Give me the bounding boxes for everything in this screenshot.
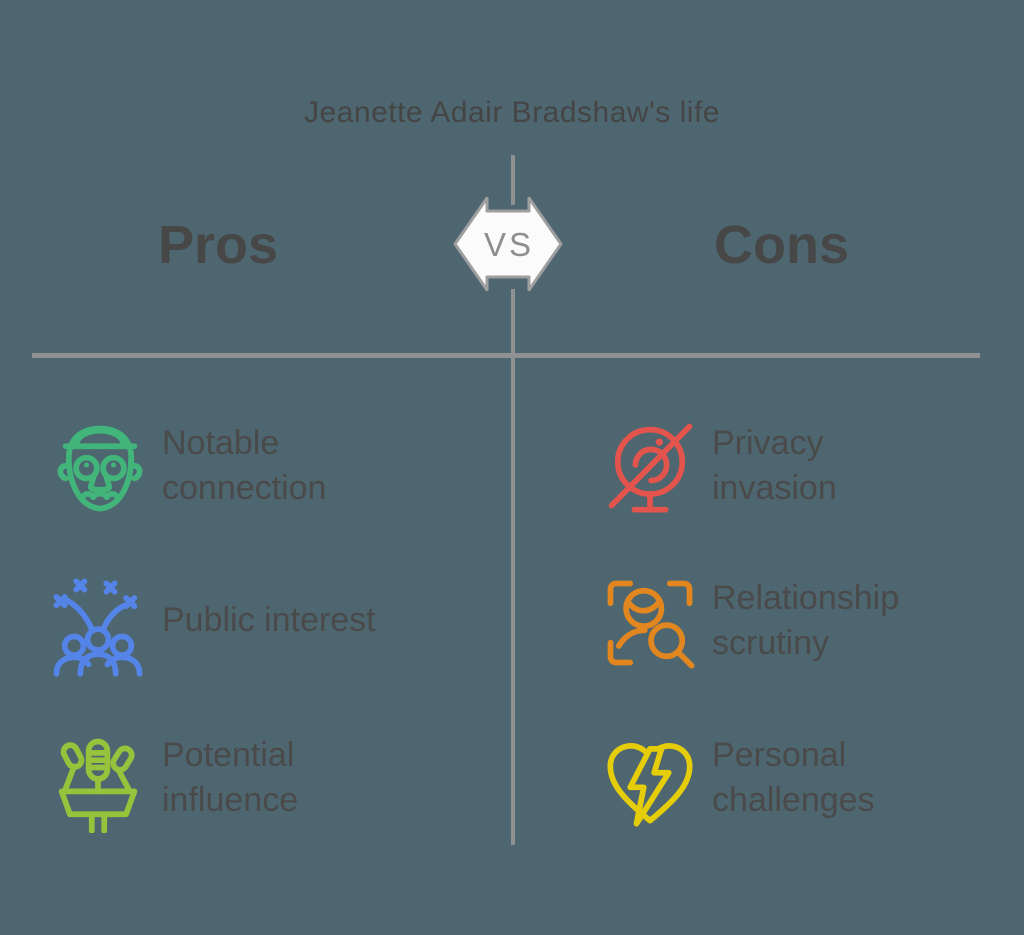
pros-heading: Pros (158, 215, 279, 275)
cons-heading: Cons (714, 215, 849, 275)
heart-lightning-icon (598, 727, 702, 831)
cons-item-label: Privacy invasion (712, 424, 837, 507)
vs-arrow-icon: VS (453, 197, 563, 291)
cons-item-label: Personal challenges (712, 736, 875, 819)
pros-item-label: Public interest (162, 601, 376, 639)
double-arrow-shape (453, 197, 563, 291)
person-scan-magnifier-icon (598, 571, 702, 675)
cons-item-label: Relationship scrutiny (712, 579, 900, 662)
podium-microphones-icon (46, 729, 150, 833)
vertical-divider-top (511, 155, 515, 205)
crowd-celebration-icon (46, 573, 150, 677)
pros-item-label: Potential influence (162, 736, 299, 819)
pros-item-label: Notable connection (162, 424, 327, 507)
horizontal-divider (32, 353, 980, 358)
vertical-divider-bottom (511, 289, 515, 845)
webcam-slash-icon (598, 414, 702, 518)
man-with-hat-icon (48, 414, 152, 518)
page-title: Jeanette Adair Bradshaw's life (304, 96, 720, 129)
vs-label: VS (484, 226, 534, 263)
